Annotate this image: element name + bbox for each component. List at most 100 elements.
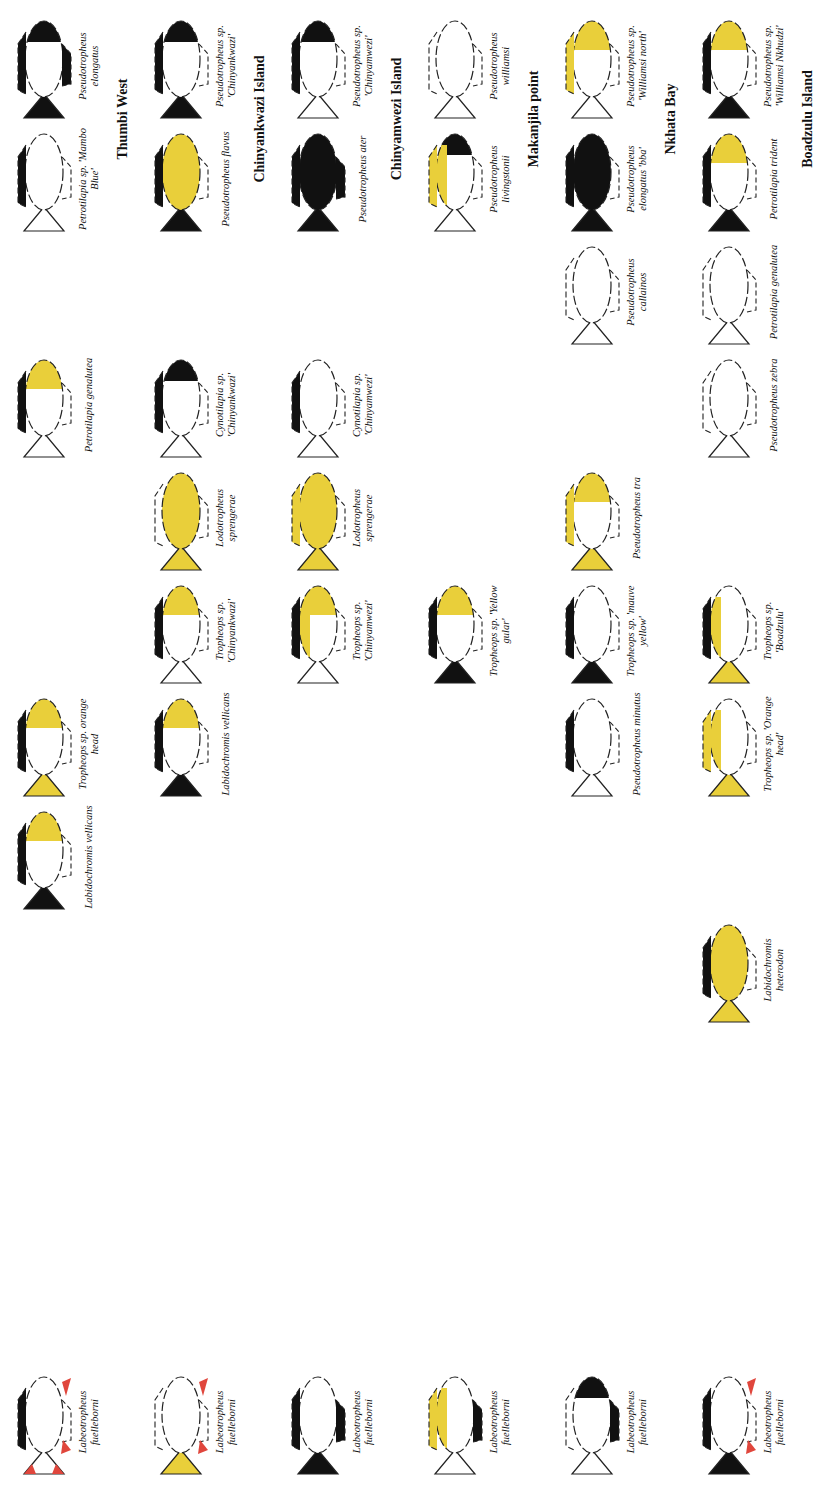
fish-pattern — [16, 353, 72, 457]
fish-pattern — [18, 1377, 71, 1474]
species-name: Pseudotropheus elongatus — [74, 14, 104, 118]
tail-fin — [435, 659, 475, 683]
species-name: Pseudotropheus livingstonii — [485, 127, 515, 231]
dorsal-fin — [18, 823, 26, 885]
dorsal-fin — [566, 32, 574, 94]
ventral-fin — [610, 609, 619, 651]
ventral-fin — [747, 270, 756, 312]
fish-outline — [573, 134, 611, 210]
ventral-fin — [747, 157, 756, 199]
fish-pattern — [155, 134, 208, 231]
tail-fin — [709, 433, 749, 457]
dorsal-fin — [566, 710, 574, 772]
fish-body — [573, 134, 611, 210]
red-patch — [61, 1440, 71, 1454]
species-name: Labeotropheus fuelleborni — [74, 1370, 104, 1474]
fish-outline — [25, 21, 63, 97]
fish-body — [299, 473, 337, 549]
red-patch — [747, 1378, 756, 1396]
fish-outline — [162, 586, 200, 662]
tail-fin — [161, 207, 201, 231]
species-name: Lodotropheus sprengerae — [348, 466, 378, 570]
tail-fin — [161, 94, 201, 118]
fish-outline — [299, 473, 337, 549]
fish-outline — [25, 699, 63, 775]
fish-pattern — [427, 579, 483, 683]
dorsal-fin — [566, 1388, 574, 1450]
dorsal-fin — [155, 597, 163, 659]
fish-body — [710, 699, 748, 775]
fish-pattern — [703, 360, 756, 457]
fish-pattern — [292, 473, 345, 570]
tail-fin — [298, 207, 338, 231]
dorsal-fin — [429, 145, 437, 207]
fish-body — [710, 925, 748, 1001]
dorsal-fin — [292, 597, 300, 659]
species-name: Pseudotropheus tra — [622, 466, 652, 570]
tail-fin — [709, 772, 749, 796]
species-name: Labeotropheus fuelleborni — [759, 1370, 789, 1474]
fish-pattern — [16, 692, 72, 796]
ventral-fin — [610, 722, 619, 764]
fish-pattern — [703, 925, 756, 1022]
fish-pattern — [564, 1370, 620, 1474]
ventral-fin — [336, 496, 345, 538]
fish-outline — [25, 1377, 63, 1453]
fish-pattern — [566, 247, 619, 344]
red-patch — [746, 1440, 756, 1454]
tail-fin — [572, 94, 612, 118]
tail-fin — [24, 94, 64, 118]
species-name: Labeotropheus fuelleborni — [348, 1370, 378, 1474]
species-name: Tropheops sp. 'Chinyankwazi' — [211, 579, 241, 683]
dorsal-fin — [155, 371, 163, 433]
dorsal-fin — [429, 32, 437, 94]
species-name: Pseudotropheus sp. 'Chinyankwazi' — [211, 14, 241, 118]
fish-outline — [299, 21, 337, 97]
tail-fin — [572, 1450, 612, 1474]
fish-pattern — [566, 699, 619, 796]
species-name: Pseudotropheus sp. 'Chinyamwezi' — [348, 14, 378, 118]
ventral-fin — [199, 722, 208, 764]
ventral-fin — [336, 44, 345, 86]
red-patch — [52, 1464, 64, 1474]
species-name: Pseudotropheus callainos — [622, 240, 652, 344]
tail-fin — [709, 94, 749, 118]
dorsal-fin — [429, 597, 437, 659]
fish-pattern — [703, 247, 756, 344]
fish-outline — [710, 699, 748, 775]
species-name: Pseudotropheus williamsi — [485, 14, 515, 118]
fish-pattern — [153, 353, 209, 457]
ventral-fin — [473, 44, 482, 86]
ventral-fin — [62, 835, 71, 877]
fish-pattern — [703, 586, 756, 683]
ventral-fin — [610, 496, 619, 538]
fish-body — [710, 247, 748, 323]
fish-body — [299, 360, 337, 436]
ventral-fin — [199, 44, 208, 86]
species-name: Petrotilapia trident — [759, 127, 789, 231]
tail-fin — [24, 207, 64, 231]
dorsal-fin — [155, 484, 163, 546]
fish-body — [25, 134, 63, 210]
tail-fin — [572, 546, 612, 570]
dorsal-fin — [18, 32, 26, 94]
ventral-fin — [199, 1400, 208, 1442]
dorsal-fin — [292, 484, 300, 546]
fish-pattern — [153, 692, 209, 796]
ventral-fin — [62, 1400, 71, 1442]
tail-fin — [572, 659, 612, 683]
tail-fin — [24, 772, 64, 796]
dorsal-fin — [703, 710, 711, 772]
tail-fin — [161, 659, 201, 683]
fish-pattern — [701, 127, 757, 231]
tail-fin — [161, 546, 201, 570]
tail-fin — [298, 1450, 338, 1474]
fish-outline — [436, 586, 474, 662]
ventral-fin — [336, 1400, 345, 1442]
ventral-fin — [199, 609, 208, 651]
tail-fin — [435, 94, 475, 118]
ventral-fin — [199, 496, 208, 538]
fish-outline — [299, 586, 337, 662]
fish-body — [710, 586, 748, 662]
